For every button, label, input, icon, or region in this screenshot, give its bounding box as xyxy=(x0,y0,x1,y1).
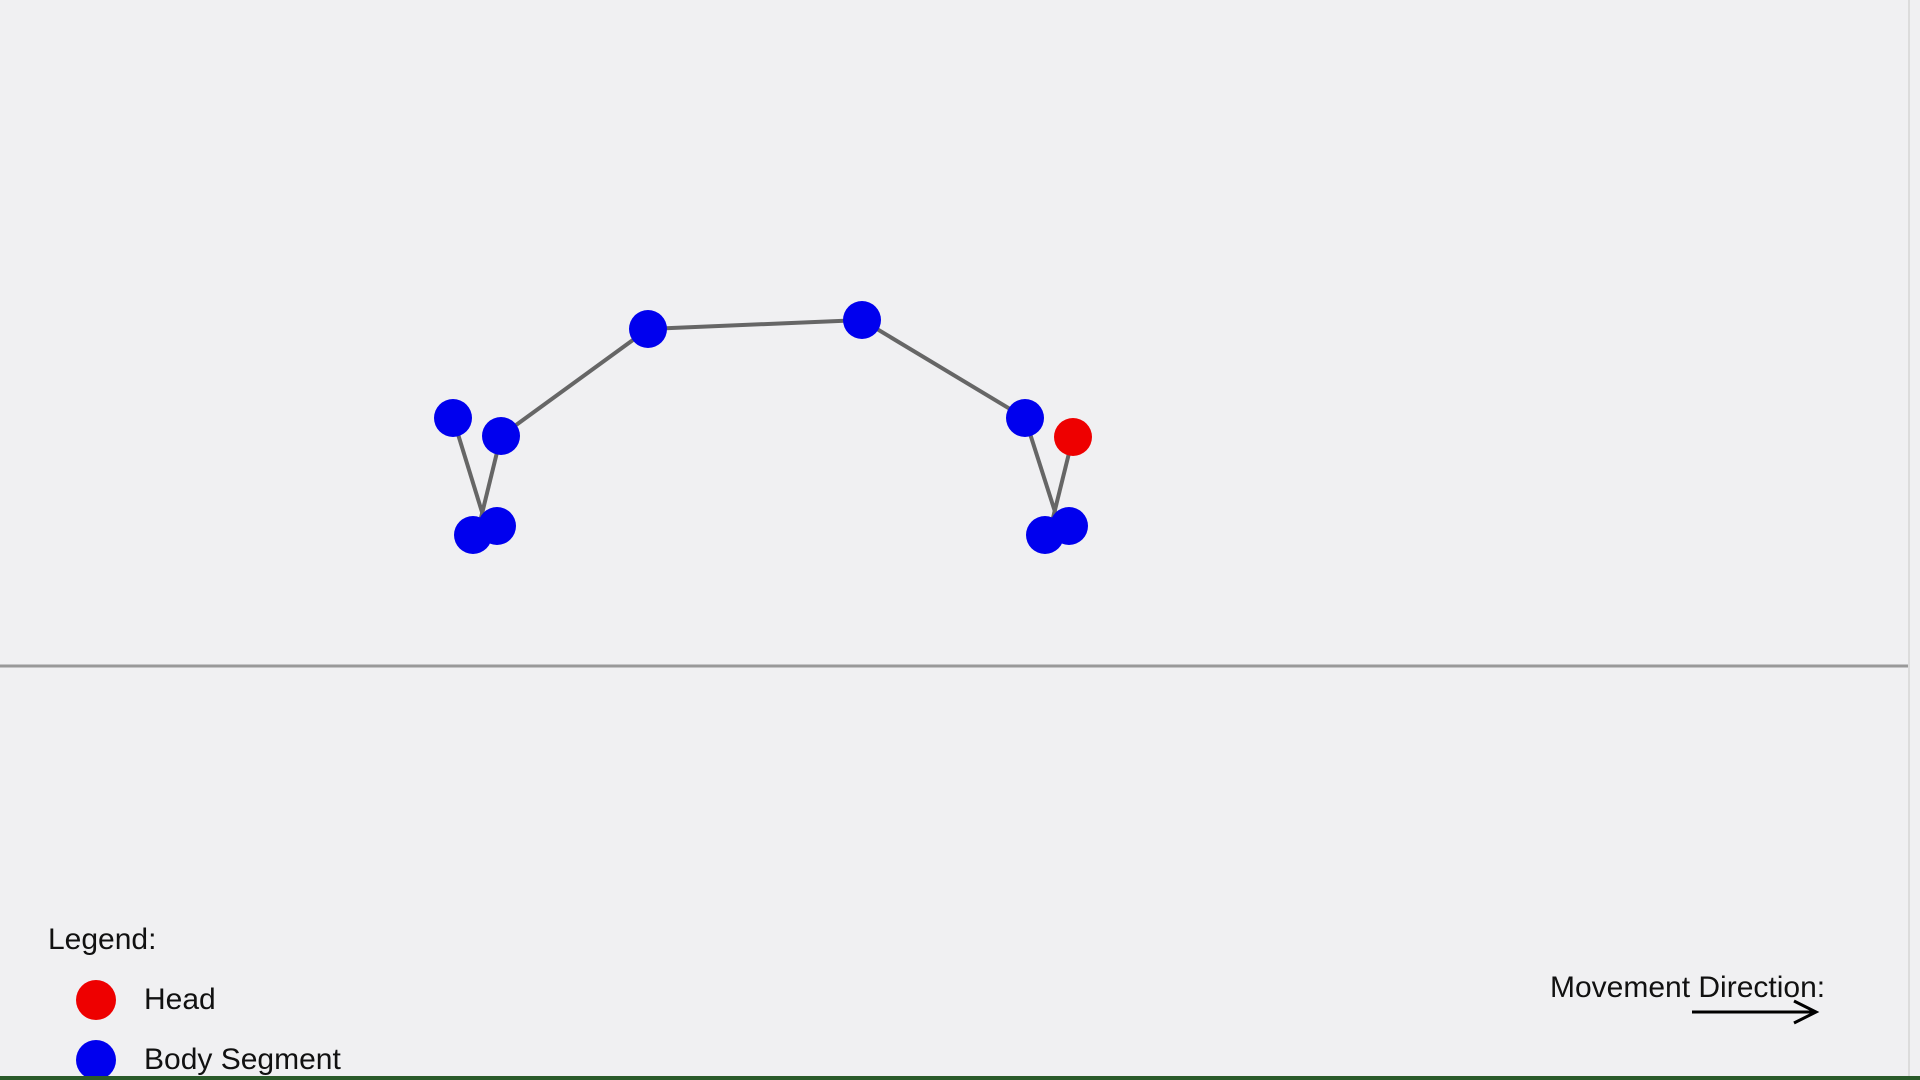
creature-links xyxy=(451,318,1075,531)
body-segment xyxy=(434,399,472,437)
link-segment xyxy=(647,318,863,331)
body-segment xyxy=(629,310,667,348)
canvas-right-border xyxy=(1908,0,1910,1080)
blue-circle-icon xyxy=(76,1040,116,1080)
movement-direction-label: Movement Direction: xyxy=(1550,971,1826,1004)
body-segment xyxy=(482,417,520,455)
right-arrow-icon xyxy=(1692,999,1820,1025)
creature-head xyxy=(1054,418,1092,456)
body-segment xyxy=(843,301,881,339)
legend-label-body-segment: Body Segment xyxy=(144,1043,341,1076)
body-segment xyxy=(478,507,516,545)
link-segment xyxy=(860,318,1027,420)
body-segment xyxy=(1050,507,1088,545)
red-circle-icon xyxy=(76,980,116,1020)
legend-item-head: Head xyxy=(76,980,216,1020)
canvas-bottom-border xyxy=(0,1076,1920,1080)
link-segment xyxy=(499,327,650,438)
legend-title: Legend: xyxy=(48,923,157,956)
creature-body-segments xyxy=(434,301,1088,554)
body-segment xyxy=(1006,399,1044,437)
legend-item-body-segment: Body Segment xyxy=(76,1040,341,1080)
legend-label-head: Head xyxy=(144,983,216,1016)
